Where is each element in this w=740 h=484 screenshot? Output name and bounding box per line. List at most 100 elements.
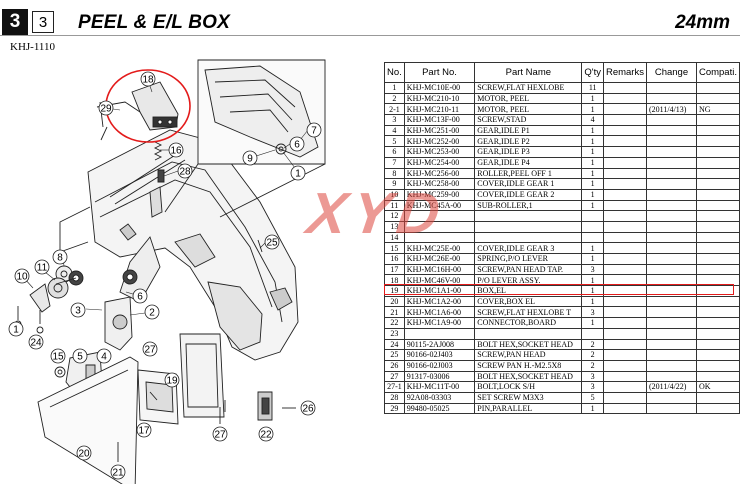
header-compati: Compati. — [695, 62, 740, 83]
cell-remarks — [602, 327, 647, 340]
cell-part-no: KHJ-MC254-00 — [403, 156, 476, 169]
cell-qty: 1 — [581, 253, 604, 265]
exploded-parts-diagram: 18 29 16 28 7 6 9 1 25 8 11 10 1 3 6 2 2… — [8, 59, 326, 484]
cell-qty: 1 — [581, 178, 604, 190]
cell-change — [645, 306, 697, 319]
cell-part-name: CONNECTOR,BOARD — [474, 317, 583, 329]
cell-no: 2-1 — [384, 103, 405, 116]
cell-part-no: KHJ-MC16H-00 — [403, 263, 476, 276]
cell-no: 27-1 — [384, 381, 405, 393]
cell-change — [645, 135, 697, 148]
cell-remarks — [602, 103, 647, 116]
page-title: PEEL & E/L BOX — [78, 12, 231, 33]
cell-part-no — [403, 210, 476, 222]
cell-remarks — [602, 285, 647, 297]
cell-part-name: COVER,BOX EL — [474, 295, 583, 308]
cell-no: 14 — [384, 231, 405, 244]
cell-part-no: KHJ-MC252-00 — [403, 135, 476, 148]
cell-compati — [695, 167, 740, 180]
header-change: Change — [645, 62, 697, 83]
cell-compati — [695, 124, 740, 137]
cell-compati — [695, 231, 740, 244]
cell-qty: 2 — [581, 349, 604, 361]
cell-qty: 11 — [581, 82, 604, 94]
callout-18: 18 — [142, 75, 154, 86]
cell-no: 15 — [384, 242, 405, 254]
cell-part-no: 90166-02J403 — [403, 349, 476, 361]
cell-no: 25 — [384, 349, 405, 361]
callout-25: 25 — [266, 238, 278, 249]
header-part-no: Part No. — [403, 62, 476, 83]
cell-compati — [695, 242, 740, 254]
cell-no: 24 — [384, 338, 405, 351]
cell-part-no — [403, 231, 476, 244]
callout-16: 16 — [170, 146, 182, 157]
cell-part-name: MOTOR, PEEL — [474, 92, 583, 105]
cell-no: 17 — [384, 263, 405, 276]
cell-part-no: KHJ-MC210-11 — [403, 103, 476, 116]
callout-1: 1 — [295, 169, 301, 180]
cell-qty: 3 — [581, 306, 604, 319]
cell-compati — [695, 274, 740, 287]
cell-part-no: 90115-2AJ008 — [403, 338, 476, 351]
cell-part-name: SET SCREW M3X3 — [474, 391, 583, 404]
cell-change — [645, 317, 697, 329]
cell-part-no: KHJ-MC251-00 — [403, 124, 476, 137]
cell-change — [645, 82, 697, 94]
cell-remarks — [602, 156, 647, 169]
cell-change — [645, 253, 697, 265]
cell-change — [645, 295, 697, 308]
cell-change — [645, 178, 697, 190]
cell-no: 13 — [384, 220, 405, 233]
cell-qty: 2 — [581, 359, 604, 372]
cell-compati — [695, 178, 740, 190]
cell-compati — [695, 359, 740, 372]
cell-no: 21 — [384, 306, 405, 319]
cell-part-name: SCREW,PAN HEAD TAP. — [474, 263, 583, 276]
cell-compati — [695, 295, 740, 308]
cell-remarks — [602, 402, 647, 415]
cell-remarks — [602, 359, 647, 372]
cell-part-no: KHJ-MC256-00 — [403, 167, 476, 180]
header-part-name: Part Name — [474, 62, 583, 83]
cell-compati — [695, 317, 740, 329]
parts-list-table: No. Part No. Part Name Q'ty Remarks Chan… — [384, 62, 740, 415]
cell-compati — [695, 188, 740, 201]
cell-remarks — [602, 317, 647, 329]
cell-qty: 3 — [581, 370, 604, 383]
cell-qty: 3 — [581, 263, 604, 276]
callout-3: 3 — [75, 306, 81, 317]
cell-qty: 1 — [581, 156, 604, 169]
cell-no: 8 — [384, 167, 405, 180]
cell-compati — [695, 402, 740, 415]
cell-change: (2011/4/22) — [645, 381, 697, 393]
cell-remarks — [602, 124, 647, 137]
cell-change — [645, 359, 697, 372]
cell-change — [645, 199, 697, 212]
cell-change — [645, 220, 697, 233]
cell-part-no: 92A08-03303 — [403, 391, 476, 404]
cell-remarks — [602, 349, 647, 361]
cell-part-name: SCREW,PAN HEAD — [474, 349, 583, 361]
cell-part-name: COVER,IDLE GEAR 2 — [474, 188, 583, 201]
cell-compati — [695, 92, 740, 105]
cell-qty — [581, 327, 604, 340]
cell-no: 16 — [384, 253, 405, 265]
cell-part-name: P/O LEVER ASSY. — [474, 274, 583, 287]
cell-part-no — [403, 220, 476, 233]
cell-change — [645, 327, 697, 340]
header-no: No. — [384, 62, 405, 83]
cell-compati — [695, 156, 740, 169]
cell-change — [645, 92, 697, 105]
cell-compati — [695, 146, 740, 158]
cell-remarks — [602, 370, 647, 383]
cell-part-no: KHJ-MC25E-00 — [403, 242, 476, 254]
cell-change — [645, 114, 697, 126]
callout-27: 27 — [144, 345, 156, 356]
